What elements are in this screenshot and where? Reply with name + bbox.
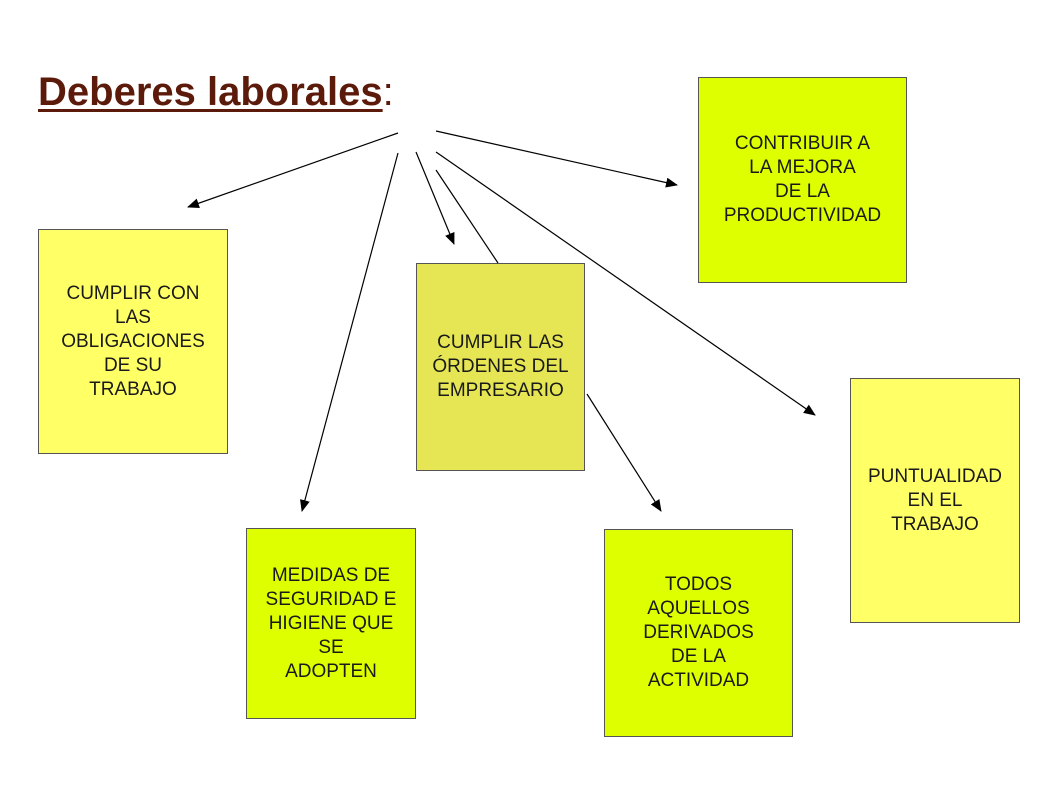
arrow-to-cumplir-obligaciones: [187, 132, 399, 209]
page-title: Deberes laborales:: [38, 70, 394, 115]
box-puntualidad: PUNTUALIDAD EN EL TRABAJO: [850, 378, 1020, 623]
arrow-to-todos-lower: [586, 393, 662, 512]
box-cumplir-ordenes: CUMPLIR LAS ÓRDENES DEL EMPRESARIO: [416, 263, 585, 471]
title-colon: :: [382, 70, 394, 114]
arrow-to-medidas: [300, 152, 399, 512]
box-todos-aquellos: TODOS AQUELLOS DERIVADOS DE LA ACTIVIDAD: [604, 529, 793, 737]
arrow-to-puntualidad: [435, 151, 816, 416]
box-contribuir-productividad: CONTRIBUIR A LA MEJORA DE LA PRODUCTIVID…: [698, 77, 907, 283]
arrow-to-cumplir-ordenes: [415, 151, 455, 245]
arrow-to-todos-upper: [435, 169, 499, 264]
arrow-to-contribuir: [435, 130, 678, 188]
box-medidas-seguridad: MEDIDAS DE SEGURIDAD E HIGIENE QUE SE AD…: [246, 528, 416, 719]
title-text: Deberes laborales: [38, 70, 383, 114]
box-cumplir-obligaciones: CUMPLIR CON LAS OBLIGACIONES DE SU TRABA…: [38, 229, 228, 454]
